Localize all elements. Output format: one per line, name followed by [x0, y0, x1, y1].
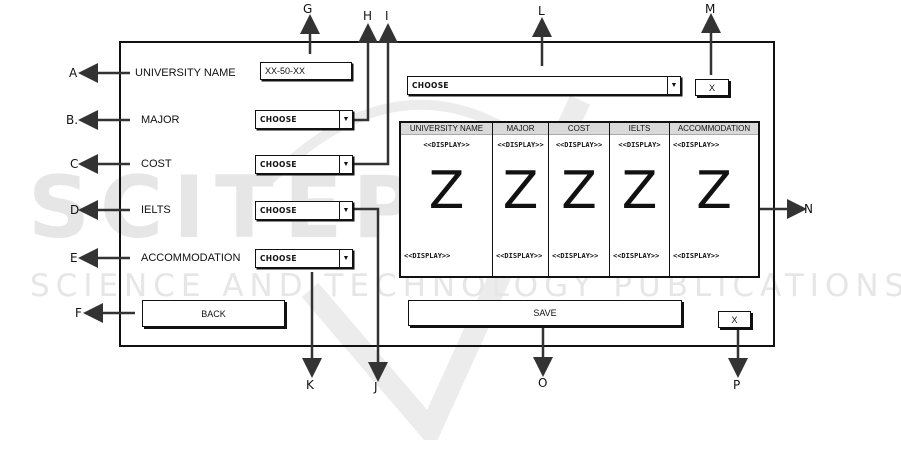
column-header: IELTS	[610, 123, 669, 135]
cell-display: <<DISPLAY>>	[497, 141, 544, 149]
annotation-m: M	[705, 2, 716, 16]
table-column-ielts: IELTS <<DISPLAY> Z <<DISPLAY>>	[610, 123, 670, 276]
major-label: MAJOR	[141, 114, 180, 126]
major-select-value: CHOOSE	[260, 115, 297, 124]
annotation-p: P	[733, 378, 741, 392]
close-button[interactable]: X	[718, 311, 751, 328]
cost-select-value: CHOOSE	[260, 160, 297, 169]
university-name-label: UNIVERSITY NAME	[135, 67, 236, 79]
cell-placeholder: Z	[428, 161, 465, 221]
cell-display: <<DISPLAY>>	[496, 252, 543, 260]
accommodation-label: ACCOMMODATION	[141, 252, 241, 264]
ielts-label: IELTS	[141, 204, 171, 216]
cell-placeholder: Z	[696, 161, 732, 221]
cell-display: <<DISPLAY>>	[673, 141, 720, 149]
column-header: ACCOMMODATION	[670, 123, 758, 135]
annotation-k: K	[306, 378, 314, 392]
annotation-b: B.	[66, 113, 79, 127]
annotation-h: H	[363, 9, 373, 23]
chevron-down-icon[interactable]: ▼	[339, 111, 352, 128]
ielts-select-value: CHOOSE	[260, 206, 297, 215]
university-select-value: CHOOSE	[412, 81, 449, 90]
cell-placeholder: Z	[561, 161, 597, 221]
cell-display: <<DISPLAY>>	[404, 252, 451, 260]
chevron-down-icon[interactable]: ▼	[339, 202, 352, 219]
annotation-n: N	[804, 202, 813, 216]
arrow-j	[353, 207, 388, 382]
accommodation-select-value: CHOOSE	[260, 254, 297, 263]
clear-selection-button[interactable]: X	[695, 79, 729, 96]
cell-display: <<DISPLAY>>	[555, 141, 603, 149]
ielts-select[interactable]: CHOOSE ▼	[255, 201, 353, 220]
cell-placeholder: Z	[621, 161, 658, 221]
comparison-table: UNIVERSITY NAME <<DISPLAY>> Z <<DISPLAY>…	[399, 121, 760, 278]
window-frame	[119, 41, 775, 347]
arrow-h	[353, 23, 378, 122]
save-button[interactable]: SAVE	[408, 300, 682, 326]
column-header: COST	[549, 123, 609, 135]
cell-display: <<DISPLAY>>	[552, 252, 599, 260]
cost-label: COST	[141, 158, 172, 170]
annotation-e: E	[70, 251, 78, 265]
table-column-accommodation: ACCOMMODATION <<DISPLAY>> Z <<DISPLAY>>	[670, 123, 758, 276]
annotation-f: F	[75, 306, 82, 320]
annotation-j: J	[374, 380, 378, 394]
cell-display: <<DISPLAY>>	[423, 141, 470, 149]
cell-placeholder: Z	[502, 161, 539, 221]
table-column-university-name: UNIVERSITY NAME <<DISPLAY>> Z <<DISPLAY>…	[401, 123, 493, 276]
chevron-down-icon[interactable]: ▼	[339, 156, 352, 173]
annotation-c: C	[70, 157, 79, 171]
cost-select[interactable]: CHOOSE ▼	[255, 155, 353, 174]
accommodation-select[interactable]: CHOOSE ▼	[255, 249, 353, 268]
arrow-i	[353, 23, 398, 166]
cell-display: <<DISPLAY>>	[673, 252, 720, 260]
university-select[interactable]: CHOOSE ▼	[407, 76, 681, 95]
chevron-down-icon[interactable]: ▼	[339, 250, 352, 267]
annotation-i: I	[385, 9, 389, 23]
table-column-major: MAJOR <<DISPLAY>> Z <<DISPLAY>>	[493, 123, 549, 276]
university-name-input[interactable]: XX-50-XX	[260, 62, 352, 80]
chevron-down-icon[interactable]: ▼	[667, 77, 680, 94]
annotation-l: L	[538, 4, 545, 18]
major-select[interactable]: CHOOSE ▼	[255, 110, 353, 129]
cell-display: <<DISPLAY>	[618, 141, 661, 149]
annotation-o: O	[538, 376, 548, 390]
table-column-cost: COST <<DISPLAY>> Z <<DISPLAY>>	[549, 123, 610, 276]
column-header: MAJOR	[493, 123, 548, 135]
column-header: UNIVERSITY NAME	[401, 123, 492, 135]
annotation-g: G	[303, 2, 313, 16]
cell-display: <<DISPLAY>>	[613, 252, 660, 260]
annotation-a: A	[69, 66, 78, 80]
back-button[interactable]: BACK	[142, 300, 285, 327]
annotation-d: D	[70, 203, 80, 217]
